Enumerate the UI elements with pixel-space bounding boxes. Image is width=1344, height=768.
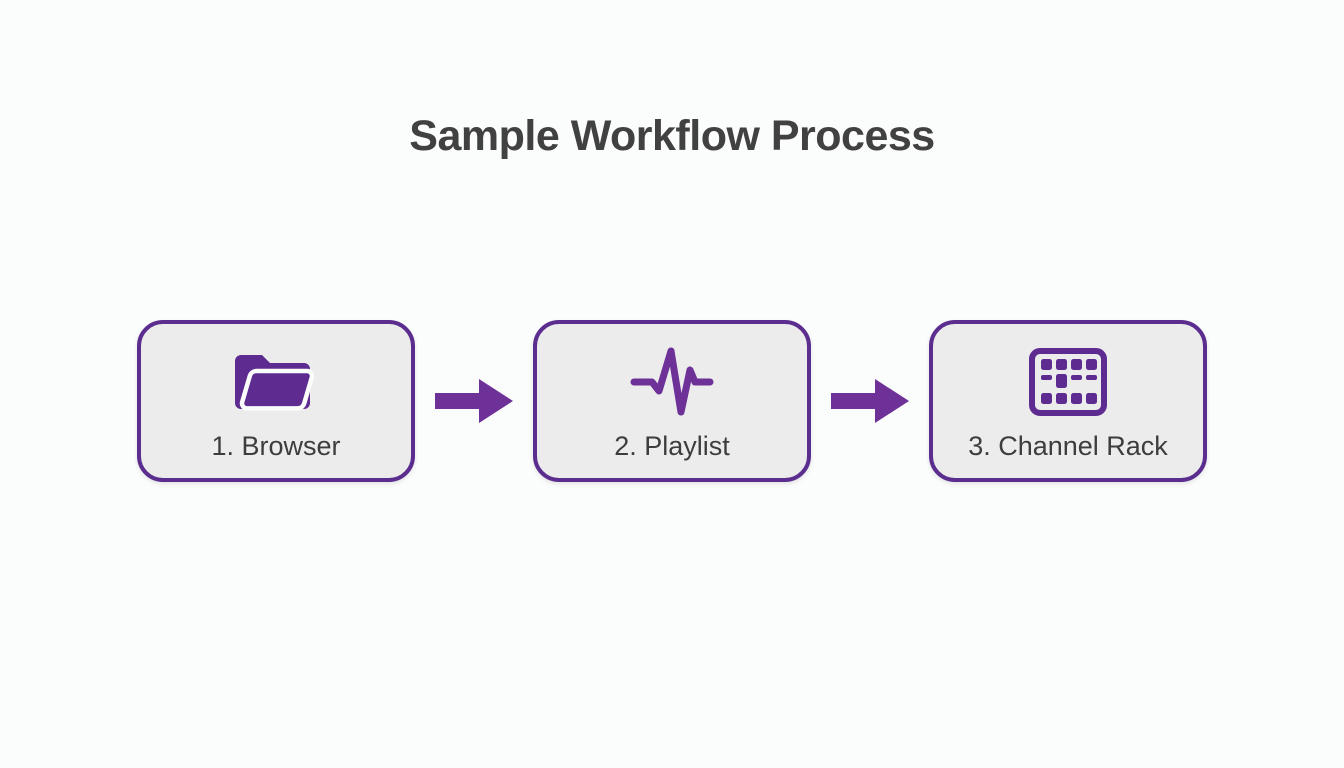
step-box-browser[interactable]: 1. Browser xyxy=(137,320,415,482)
arrow-right-icon xyxy=(831,377,909,425)
step-grid-icon xyxy=(1028,343,1108,421)
workflow-diagram: 1. Browser 2. Playlist xyxy=(0,320,1344,482)
page-title: Sample Workflow Process xyxy=(409,112,935,160)
step-box-channel-rack[interactable]: 3. Channel Rack xyxy=(929,320,1207,482)
waveform-pulse-icon xyxy=(626,343,718,421)
folder-open-icon xyxy=(232,343,320,421)
step-label: 3. Channel Rack xyxy=(968,430,1168,461)
step-label: 1. Browser xyxy=(211,430,341,461)
step-label: 2. Playlist xyxy=(614,430,730,461)
step-box-playlist[interactable]: 2. Playlist xyxy=(533,320,811,482)
arrow-right-icon xyxy=(435,377,513,425)
